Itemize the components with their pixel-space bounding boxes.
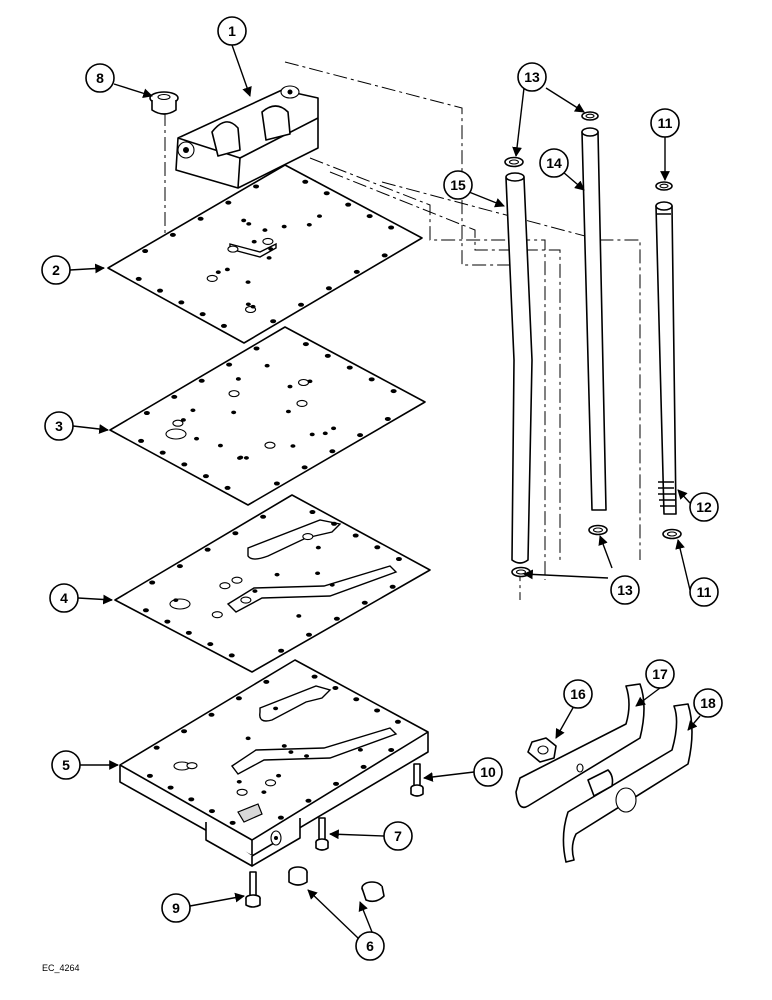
part-5-holes xyxy=(146,674,401,825)
part-1-valve-body xyxy=(175,85,319,189)
svg-text:18: 18 xyxy=(700,695,716,711)
drawing-code: EC_4264 xyxy=(42,963,80,973)
part-12-pipe xyxy=(655,201,677,515)
callout-1: 1 xyxy=(217,16,247,46)
part-18-clamp xyxy=(562,703,693,863)
callout-leaders xyxy=(69,44,701,939)
svg-text:12: 12 xyxy=(696,499,712,515)
svg-text:13: 13 xyxy=(524,69,540,85)
part-3-plate xyxy=(109,326,426,506)
callout-group: 1 2 3 4 5 6 7 8 9 10 11 11 12 13 13 14 1… xyxy=(41,16,723,961)
part-2-plate xyxy=(107,164,423,344)
callout-7: 7 xyxy=(383,821,413,851)
callout-6: 6 xyxy=(355,931,385,961)
callout-11-top: 11 xyxy=(650,108,680,138)
svg-text:4: 4 xyxy=(60,590,68,606)
part-15-pipe xyxy=(505,172,533,564)
svg-text:13: 13 xyxy=(617,582,633,598)
part-16-nut xyxy=(527,737,557,763)
part-2-holes xyxy=(135,179,395,328)
part-5-housing xyxy=(119,659,429,867)
part-10-screw xyxy=(410,763,424,797)
callout-8: 8 xyxy=(85,63,115,93)
callout-4: 4 xyxy=(49,583,79,613)
callout-13-bottom: 13 xyxy=(610,575,640,605)
callout-3: 3 xyxy=(44,411,74,441)
callout-14: 14 xyxy=(539,148,569,178)
svg-text:6: 6 xyxy=(366,938,374,954)
part-4-holes xyxy=(142,510,402,658)
callout-18: 18 xyxy=(693,688,723,718)
callout-10: 10 xyxy=(473,757,503,787)
part-9-screw xyxy=(245,871,261,908)
part-6-plugs xyxy=(288,866,385,903)
part-8-plug xyxy=(149,91,179,115)
callout-17: 17 xyxy=(645,659,675,689)
svg-text:7: 7 xyxy=(394,828,402,844)
svg-text:10: 10 xyxy=(480,764,496,780)
seal-rings xyxy=(504,111,682,578)
callout-2: 2 xyxy=(41,255,71,285)
part-14-pipe xyxy=(581,127,607,511)
svg-text:15: 15 xyxy=(450,177,466,193)
part-4-separator-plate xyxy=(114,494,431,673)
svg-text:11: 11 xyxy=(658,115,673,131)
svg-text:16: 16 xyxy=(570,686,586,702)
svg-text:17: 17 xyxy=(652,666,668,682)
part-7-screw xyxy=(315,817,329,851)
svg-text:9: 9 xyxy=(172,900,180,916)
svg-text:5: 5 xyxy=(62,757,70,773)
svg-text:1: 1 xyxy=(228,23,236,39)
part-17-clamp xyxy=(515,683,645,809)
svg-text:2: 2 xyxy=(52,262,60,278)
callout-9: 9 xyxy=(161,893,191,923)
callout-13-top: 13 xyxy=(517,62,547,92)
svg-text:8: 8 xyxy=(96,70,104,86)
callout-11-bottom: 11 xyxy=(689,577,719,607)
callout-5: 5 xyxy=(51,750,81,780)
svg-text:11: 11 xyxy=(697,584,712,600)
callout-16: 16 xyxy=(563,679,593,709)
callout-12: 12 xyxy=(689,492,719,522)
part-3-holes xyxy=(138,342,397,490)
svg-text:14: 14 xyxy=(546,155,562,171)
svg-text:3: 3 xyxy=(55,418,63,434)
callout-15: 15 xyxy=(443,170,473,200)
